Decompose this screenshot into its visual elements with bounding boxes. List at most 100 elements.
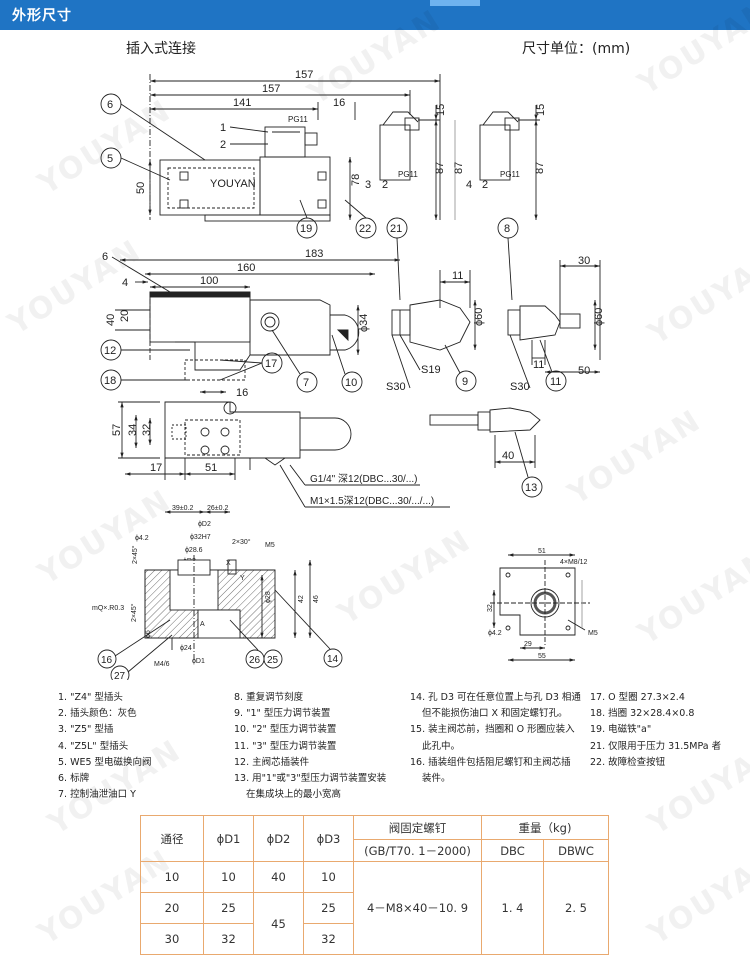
plug-label-3: 3 — [365, 179, 371, 191]
dim-body: 157 — [262, 83, 280, 95]
balloon-17: 17 — [265, 358, 277, 370]
note-item: 此孔中。 — [422, 740, 461, 752]
cell-screw: 4－M8×40－10. 9 — [353, 861, 482, 955]
hex-s30a: S30 — [386, 381, 406, 393]
table-row: 20 25 45 25 — [140, 892, 609, 955]
plate-dim-phi4-2: ϕ4.2 — [488, 630, 502, 637]
dim-2x45b: 2×45° — [130, 603, 138, 622]
dimension-drawing: 157 157 141 16 YOUYAN PG11 1 2 50 78 6 5 — [92, 69, 605, 680]
notes-column-1: 1. "Z4" 型插头 2. 插头颜色：灰色 3. "Z5" 型插 4. "Z5… — [58, 690, 152, 803]
cell-d1: 25 — [203, 892, 254, 924]
balloon-6: 6 — [107, 99, 113, 111]
header-title: 外形尺寸 — [12, 8, 72, 24]
dim-160: 160 — [237, 262, 255, 274]
balloon-21: 21 — [390, 223, 402, 235]
dim-15a: 15 — [435, 104, 447, 116]
note-item: 10. "2" 型压力调节装置 — [234, 724, 337, 736]
table-row: 30 32 32 — [140, 923, 609, 955]
header-size: 通径 — [140, 815, 204, 862]
notes-column-4: 17. O 型圈 27.3×2.4 18. 挡圈 32×28.4×0.8 19.… — [590, 690, 721, 771]
dim-87c: 87 — [453, 162, 465, 174]
cell-d2: 40 — [253, 861, 304, 893]
item-label-2: 2 — [220, 139, 226, 151]
dim-m46: M4/6 — [154, 661, 170, 668]
plate-dim-51: 51 — [538, 548, 546, 555]
dim-57: 57 — [111, 424, 123, 436]
header-d2: ϕD2 — [253, 815, 304, 862]
balloon-10: 10 — [345, 377, 357, 389]
plug-label-2a: 2 — [382, 179, 388, 191]
notes-column-3: 14. 孔 D3 可在任意位置上与孔 D3 相通 但不能损伤油口 X 和固定螺钉… — [410, 690, 581, 787]
dim-50: 50 — [135, 182, 147, 194]
header-weight: 重量（kg) — [481, 815, 609, 840]
dim-11b: 11 — [533, 359, 544, 371]
balloon-6-side: 6 — [102, 251, 108, 263]
section-header: 外形尺寸 — [0, 0, 750, 30]
cell-size: 30 — [140, 923, 204, 955]
dim-phi60b: ϕ60 — [593, 308, 605, 326]
thread-note-2: M1×1.5深12(DBC...30/.../...) — [310, 495, 434, 507]
dim-phiD2: ϕD2 — [198, 521, 211, 528]
top-view: 157 157 141 16 YOUYAN PG11 1 2 50 78 6 5 — [100, 69, 547, 301]
dim-30: 30 — [578, 255, 590, 267]
balloon-16: 16 — [101, 655, 113, 666]
connection-type-label: 插入式连接 — [126, 41, 196, 57]
dim-phi28: ϕ28 — [265, 591, 272, 603]
balloon-9: 9 — [462, 376, 468, 388]
note-item: 11. "3" 型压力调节装置 — [234, 740, 337, 752]
dim-34-bottom: 34 — [127, 424, 139, 436]
port-x-label: X — [226, 560, 231, 567]
note-item: 16. 插装组件包括阻尼螺钉和主阀芯插 — [410, 756, 571, 768]
brand-label: YOUYAN — [210, 178, 256, 190]
dim-m5: M5 — [265, 542, 275, 549]
dim-17: 17 — [150, 462, 162, 474]
note-item: 7. 控制油泄油口 Y — [58, 789, 136, 801]
note-item: 4. "Z5L" 型插头 — [58, 740, 129, 752]
note-item: 13. 用"1"或"3"型压力调节装置安装 — [234, 773, 387, 785]
cell-dbc: 1. 4 — [481, 861, 544, 955]
plate-dim-29: 29 — [524, 641, 532, 648]
pg-label-2: PG11 — [398, 170, 418, 179]
balloon-26: 26 — [249, 655, 261, 666]
section-view: 39±0.2 26±0.2 ϕD2 ϕ32H7 ϕ28.6 ϕD3 ϕ4.2 2… — [92, 505, 343, 680]
hex-s19: S19 — [421, 364, 441, 376]
dim-39: 39±0.2 — [172, 505, 193, 512]
cell-d1: 10 — [203, 861, 254, 893]
dim-87b: 87 — [534, 162, 546, 174]
header-accent — [430, 0, 480, 6]
dim-mq: mQ×.R0.3 — [92, 605, 124, 612]
dim-16: 16 — [333, 97, 345, 109]
dim-chamfer: 2×30° — [232, 538, 251, 546]
dim-26: 26±0.2 — [207, 505, 228, 512]
watermark-logo: YOUYAN — [642, 842, 750, 953]
balloon-19: 19 — [300, 223, 312, 235]
note-item: 在集成块上的最小宽高 — [246, 789, 342, 801]
dim-phi34: ϕ34 — [358, 314, 370, 332]
dim-phi24: ϕ24 — [180, 645, 192, 652]
dim-left: 141 — [233, 97, 251, 109]
note-item: 21. 仅限用于压力 31.5MPa 者 — [590, 740, 722, 752]
note-item: 2. 插头颜色：灰色 — [58, 708, 137, 720]
table-row: 10 10 40 10 4－M8×40－10. 9 1. 4 2. 5 — [140, 861, 609, 955]
balloon-18: 18 — [104, 375, 116, 387]
dim-50-side: 50 — [578, 365, 590, 377]
dim-16-side: 16 — [236, 387, 248, 399]
hex-s30b: S30 — [510, 381, 530, 393]
header-dbc: DBC — [481, 839, 544, 862]
pg-label-3: PG11 — [500, 170, 520, 179]
dim-phi32h7: ϕ32H7 — [190, 534, 211, 541]
note-item: 12. 主阀芯插装件 — [234, 756, 310, 768]
balloon-25: 25 — [267, 655, 279, 666]
cell-size: 20 — [140, 892, 204, 924]
cell-dbwc: 2. 5 — [543, 861, 609, 955]
dim-40-side: 40 — [105, 314, 117, 326]
cell-d3: 10 — [303, 861, 354, 893]
dim-phi4-2: ϕ4.2 — [135, 535, 149, 542]
item-label-1: 1 — [220, 122, 226, 134]
note-item: 9. "1" 型压力调节装置 — [234, 708, 331, 720]
note-item: 5. WE5 型电磁换向阀 — [58, 756, 152, 768]
cell-d1: 32 — [203, 923, 254, 955]
dim-20-side: 20 — [119, 310, 131, 322]
plate-dim-32: 32 — [487, 604, 494, 612]
cell-d3: 25 — [303, 892, 354, 924]
